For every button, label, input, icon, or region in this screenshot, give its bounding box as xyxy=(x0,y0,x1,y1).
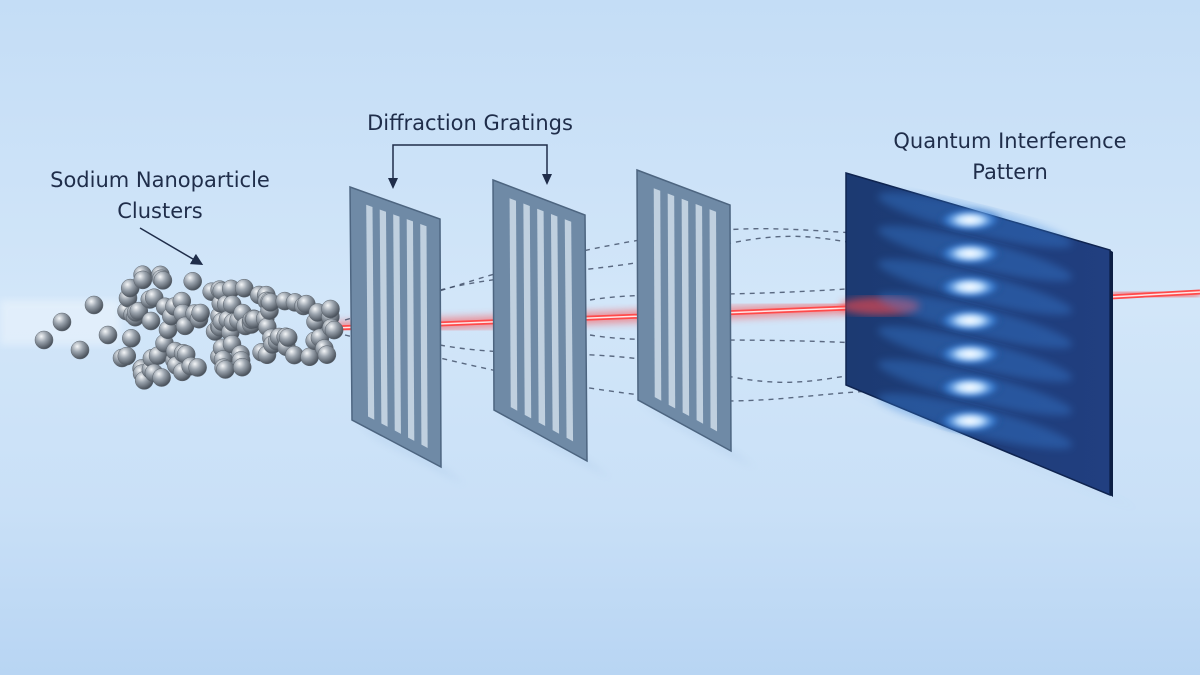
gratings-bracket xyxy=(392,144,548,184)
sodium-nanoparticle xyxy=(141,311,161,331)
grating-slit xyxy=(709,209,718,432)
screen-edge xyxy=(1110,250,1113,497)
sodium-nanoparticle xyxy=(34,330,54,350)
grating-slit xyxy=(550,214,560,434)
sodium-nanoparticle xyxy=(317,345,337,364)
sodium-nanoparticle xyxy=(183,272,202,291)
nanoparticle-cluster xyxy=(34,265,344,390)
grating-2-arrowhead xyxy=(542,174,552,185)
sodium-nanoparticle xyxy=(84,295,104,315)
sodium-nanoparticle xyxy=(129,301,149,321)
gratings-label: Diffraction Gratings xyxy=(367,111,573,135)
grating-slit xyxy=(393,214,401,434)
grating-slit xyxy=(406,219,415,441)
interference-fringe xyxy=(936,374,1004,401)
grating-slit xyxy=(420,223,428,448)
sodium-nanoparticle xyxy=(70,340,90,360)
grating-slit xyxy=(379,209,388,427)
interference-fringe xyxy=(936,274,1004,300)
grating-slit xyxy=(523,203,532,419)
grating-1-arrowhead xyxy=(388,178,398,189)
diffraction-grating-1 xyxy=(349,185,466,485)
sodium-nanoparticle xyxy=(191,303,210,323)
grating-shadow xyxy=(494,410,612,479)
sodium-nanoparticle xyxy=(216,360,235,379)
sodium-nanoparticle xyxy=(324,320,344,340)
beam-highlight xyxy=(1109,291,1200,298)
sodium-nanoparticle xyxy=(321,299,340,319)
interference-fringe xyxy=(936,341,1004,367)
clusters-arrow xyxy=(139,227,204,266)
interference-fringe xyxy=(936,307,1004,334)
grating-slit xyxy=(695,204,704,424)
clusters-label: Sodium Nanoparticle Clusters xyxy=(30,165,290,227)
sodium-nanoparticle xyxy=(232,357,252,377)
sodium-nanoparticle xyxy=(278,328,298,347)
grating-slit xyxy=(366,204,375,420)
sodium-nanoparticle xyxy=(188,358,207,377)
interference-fringe xyxy=(936,207,1004,233)
sodium-nanoparticle xyxy=(153,271,173,290)
grating-slit xyxy=(537,208,546,427)
diffraction-grating-3 xyxy=(636,168,756,469)
grating-slit xyxy=(509,198,518,411)
pattern-label-line2: Pattern xyxy=(972,160,1048,184)
grating-slit xyxy=(653,188,662,401)
grating-slit xyxy=(564,219,574,442)
sodium-nanoparticle xyxy=(52,312,72,332)
sodium-nanoparticle xyxy=(98,325,118,345)
sodium-nanoparticle xyxy=(133,270,153,290)
pattern-label-line1: Quantum Interference xyxy=(893,129,1127,153)
clusters-label-line2: Clusters xyxy=(117,199,203,223)
diffraction-grating-2 xyxy=(492,178,612,479)
grating-shadow xyxy=(352,420,466,485)
grating-slit xyxy=(681,198,690,417)
detection-screen xyxy=(840,172,1140,510)
annotation-arrows xyxy=(139,144,552,266)
grating-shadow xyxy=(638,400,756,469)
sodium-nanoparticle xyxy=(152,368,171,387)
clusters-label-line1: Sodium Nanoparticle xyxy=(50,168,270,192)
interference-fringe xyxy=(936,408,1004,434)
sodium-nanoparticle xyxy=(122,329,141,348)
pattern-label: Quantum Interference Pattern xyxy=(860,126,1160,188)
grating-slit xyxy=(667,193,676,409)
sodium-nanoparticle xyxy=(117,346,137,366)
interference-fringe xyxy=(936,240,1004,267)
